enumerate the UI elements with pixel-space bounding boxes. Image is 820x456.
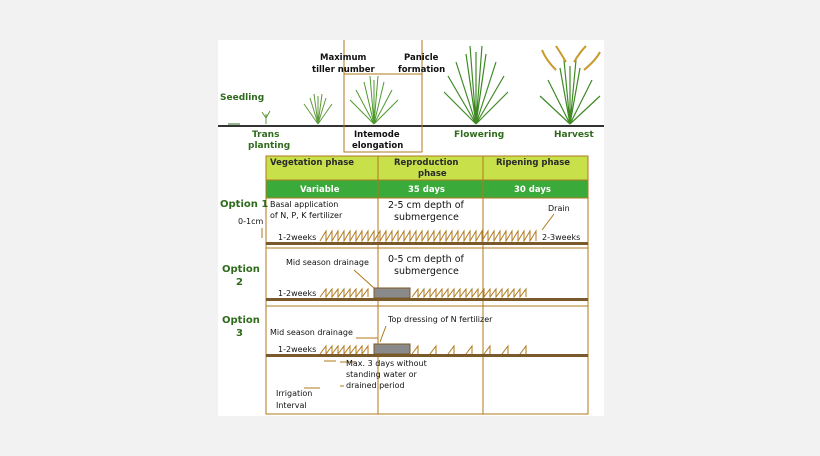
phase-reproduction-1: Reproduction xyxy=(394,158,458,168)
phase-ripening: Ripening phase xyxy=(496,158,570,168)
option1-weeks-right: 2-3weeks xyxy=(542,233,580,242)
option1-weeks-left: 1-2weeks xyxy=(278,233,316,242)
option1-submergence-1: 2-5 cm depth of xyxy=(388,200,465,211)
option1-water-level xyxy=(319,229,537,243)
option2-submergence-2: submergence xyxy=(394,266,459,277)
option1-drain: Drain xyxy=(548,204,570,213)
duration-row xyxy=(266,180,588,198)
duration-reproduction: 35 days xyxy=(408,185,445,195)
option2-water-level-left xyxy=(319,287,369,299)
irrigation-label-1: Irrigation xyxy=(276,389,312,398)
stage-max-tiller-2: tiller number xyxy=(312,65,376,75)
harvest-plant-icon xyxy=(539,45,601,125)
option3-mid-season: Mid season drainage xyxy=(270,328,353,337)
internode-box xyxy=(343,73,423,153)
option2-ground xyxy=(266,298,588,301)
stage-harvest: Harvest xyxy=(554,130,594,140)
option2-water-level-right xyxy=(411,287,527,299)
drain-arrow-icon xyxy=(541,213,555,231)
stage-internode-1: Intemode xyxy=(354,130,400,140)
option3-ground xyxy=(266,354,588,357)
option3-label-1: Option xyxy=(222,315,260,326)
option2-mid-season: Mid season drainage xyxy=(286,258,369,267)
option2-submergence-1: 0-5 cm depth of xyxy=(388,254,465,265)
stage-panicle-2: formation xyxy=(398,65,445,75)
irrigation-label-2: Interval xyxy=(276,401,307,410)
option3-top-dressing: Top dressing of N fertilizer xyxy=(387,315,493,324)
option3-max-days-1: Max. 3 days without xyxy=(346,359,427,368)
option3-water-level-right xyxy=(411,344,527,355)
option1-ground xyxy=(266,242,588,245)
option3-max-days-2: standing water or xyxy=(346,370,418,379)
option2-mid-arrow-icon xyxy=(353,269,375,289)
option2-drain-block xyxy=(373,287,411,299)
max-tiller-plant-icon xyxy=(349,75,399,125)
phase-header-row xyxy=(266,156,588,180)
option2-label-2: 2 xyxy=(236,277,243,288)
option3-label-2: 3 xyxy=(236,328,243,339)
stage-seedling: Seedling xyxy=(220,93,264,103)
option2-weeks: 1-2weeks xyxy=(278,289,316,298)
phase-grid-border xyxy=(265,155,589,415)
stage-transplanting-1: Trans xyxy=(252,130,279,140)
stage-transplanting-2: planting xyxy=(248,141,290,151)
diagram-panel xyxy=(218,40,604,416)
stage-internode-2: elongation xyxy=(352,141,403,151)
phase-vegetation: Vegetation phase xyxy=(270,158,354,168)
option1-depth: 0-1cm xyxy=(238,217,263,226)
option1-label: Option 1 xyxy=(220,199,268,210)
stage-max-tiller-1: Maximum xyxy=(320,53,366,63)
stage-flowering: Flowering xyxy=(454,130,504,140)
tillering-plant-icon xyxy=(303,93,333,125)
option1-basal-1: Basal application xyxy=(270,200,338,209)
option2-label-1: Option xyxy=(222,264,260,275)
duration-ripening: 30 days xyxy=(514,185,551,195)
duration-vegetation: Variable xyxy=(300,185,340,195)
option3-water-level-left xyxy=(319,344,369,356)
option3-top-arrow-icon xyxy=(379,325,387,343)
option3-max-days-3: drained period xyxy=(346,381,405,390)
option1-basal-2: of N, P, K fertilizer xyxy=(270,211,343,220)
stage-panicle-1: Panicle xyxy=(404,53,439,63)
option3-weeks: 1-2weeks xyxy=(278,345,316,354)
flowering-plant-icon xyxy=(443,45,509,125)
option3-drain-block xyxy=(373,343,411,355)
seedling-plant-icon xyxy=(261,110,271,124)
phase-reproduction-2: phase xyxy=(418,169,447,179)
option1-submergence-2: submergence xyxy=(394,212,459,223)
